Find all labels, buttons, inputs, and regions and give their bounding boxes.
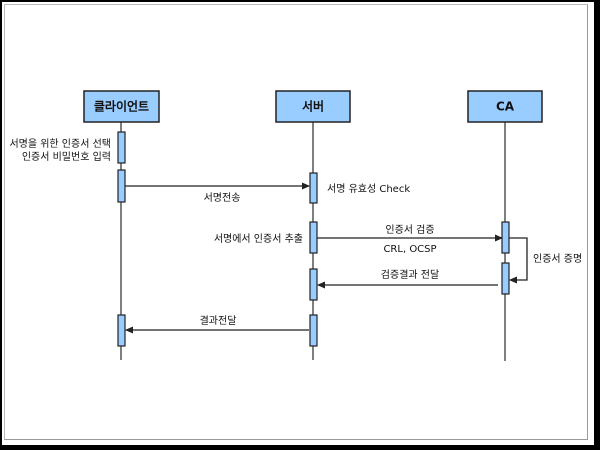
message-label-send-signature: 서명전송 [204, 192, 241, 204]
actor-server: 서버 [275, 90, 351, 123]
client-activation-2 [117, 169, 126, 203]
message-sublabel-crl-ocsp: CRL, OCSP [383, 244, 436, 255]
actor-client: 클라이언트 [83, 90, 160, 123]
ca-activation-1 [501, 221, 510, 254]
client-activation-1 [117, 131, 126, 164]
server-activation-3 [309, 268, 318, 301]
server-activation-1 [309, 172, 318, 204]
message-arrow-certificate-proof [509, 237, 528, 284]
server-activation-4 [309, 314, 318, 347]
message-label-verify-certificate: 인증서 검증 [385, 224, 434, 236]
message-label-return-verification: 검증결과 전달 [381, 269, 439, 281]
server-activation-2 [309, 221, 318, 254]
ca-activation-2 [501, 262, 510, 295]
note-client-select-certificate: 서명을 위한 인증서 선택 [9, 137, 111, 150]
note-server-signature-check: 서명 유효성 Check [327, 183, 410, 195]
message-label-return-result: 결과전달 [200, 315, 237, 327]
actor-ca: CA [467, 90, 543, 123]
actor-client-label: 클라이언트 [94, 99, 149, 114]
actor-server-label: 서버 [302, 99, 324, 114]
note-server-extract-certificate: 서명에서 인증서 추출 [214, 233, 303, 245]
message-label-certificate-proof: 인증서 증명 [533, 253, 582, 265]
client-activation-3 [117, 314, 126, 347]
note-client-enter-password: 인증서 비밀번호 입력 [22, 150, 111, 163]
actor-ca-label: CA [496, 100, 515, 114]
